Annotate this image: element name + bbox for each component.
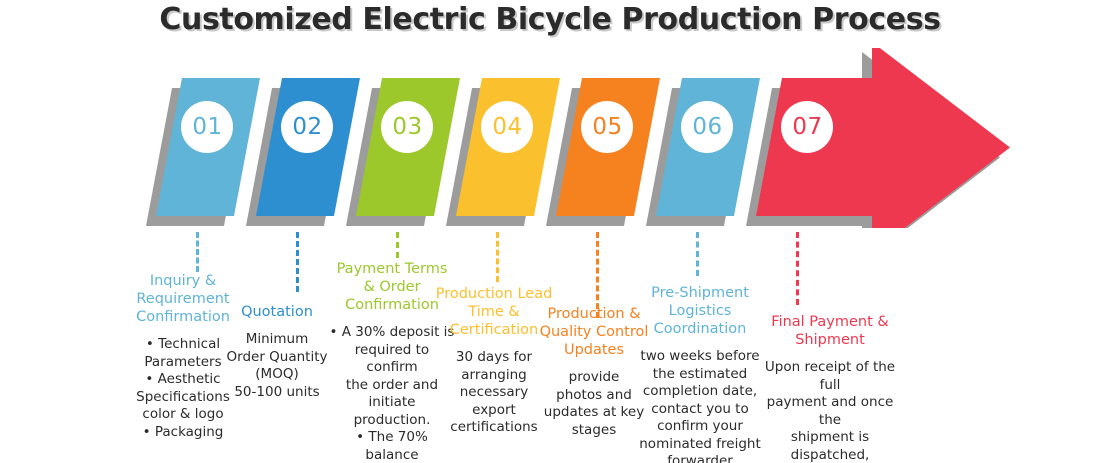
segment-7 <box>756 48 1010 228</box>
arrow-graphic <box>146 48 1010 228</box>
step-number-05: 05 <box>581 101 634 153</box>
step-heading-05: Production & Quality Control Updates <box>539 306 649 358</box>
connector-tick-05 <box>596 232 600 318</box>
process-arrow-band: 01 02 03 04 05 06 07 <box>0 48 1100 228</box>
step-number-04: 04 <box>481 101 534 153</box>
step-number-03: 03 <box>381 101 434 153</box>
connector-tick-01 <box>196 232 200 272</box>
step-body-03: • A 30% deposit is required to confirm t… <box>329 324 455 463</box>
connector-tick-07 <box>796 232 800 305</box>
step-number-01: 01 <box>181 101 234 153</box>
step-column-01: Inquiry & Requirement Confirmation • Tech… <box>127 272 239 441</box>
step-heading-07: Final Payment & Shipment <box>771 314 889 348</box>
step-body-02: Minimum Order Quantity (MOQ) 50-100 unit… <box>226 331 328 400</box>
step-number-06: 06 <box>681 101 734 153</box>
step-body-07: Upon receipt of the full payment and onc… <box>764 359 896 463</box>
page-title: Customized Electric Bicycle Production P… <box>159 2 941 37</box>
step-column-06: Pre-Shipment Logistics Coordination two w… <box>637 284 763 463</box>
step-body-01: • Technical Parameters • Aesthetic Speci… <box>136 336 230 440</box>
step-heading-03: Payment Terms & Order Confirmation <box>336 261 448 313</box>
step-heading-02: Quotation <box>241 304 313 320</box>
connector-tick-03 <box>396 232 400 258</box>
step-column-05: Production & Quality Control Updates prov… <box>539 305 649 439</box>
connector-tick-04 <box>496 232 500 282</box>
step-heading-01: Inquiry & Requirement Confirmation <box>136 273 230 325</box>
step-heading-06: Pre-Shipment Logistics Coordination <box>651 285 749 337</box>
step-heading-04: Production Lead Time & Certification <box>435 286 553 338</box>
connector-tick-02 <box>296 232 300 292</box>
step-column-03: Payment Terms & Order Confirmation • A 30… <box>330 260 455 463</box>
step-number-02: 02 <box>281 101 334 153</box>
connector-tick-06 <box>696 232 700 276</box>
step-number-07: 07 <box>781 101 834 153</box>
step-column-04: Production Lead Time & Certification 30 d… <box>435 285 553 437</box>
step-body-06: two weeks before the estimated completio… <box>639 348 761 463</box>
step-body-04: 30 days for arranging necessary export c… <box>450 349 538 435</box>
step-body-05: provide photos and updates at key stages <box>543 369 645 438</box>
